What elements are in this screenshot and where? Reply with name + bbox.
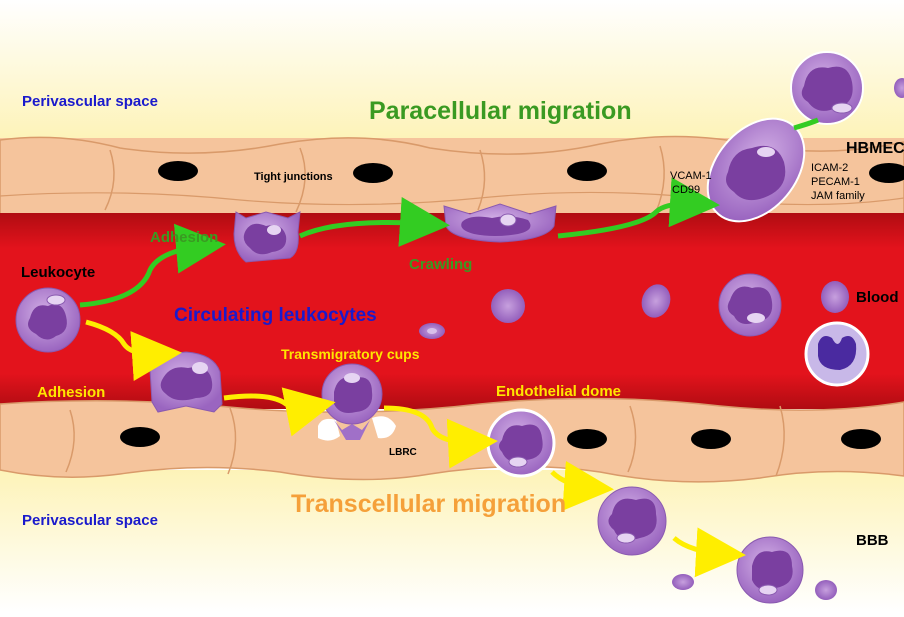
endothelial-nucleus-icon (158, 161, 198, 181)
label-lbrc: LBRC (389, 447, 417, 458)
red-blood-cell-icon (821, 281, 849, 313)
red-blood-cell-icon (491, 289, 525, 323)
label-paracellular: Paracellular migration (369, 97, 632, 125)
label-leukocyte: Leukocyte (21, 264, 95, 281)
label-bbb: BBB (856, 532, 889, 549)
leukocyte-icon (150, 352, 222, 412)
leukocyte-icon (16, 288, 80, 352)
leukocyte-icon (806, 323, 868, 385)
label-circulating: Circulating leukocytes (174, 305, 377, 326)
label-transcellular: Transcellular migration (291, 490, 566, 518)
label-perivascular-bottom: Perivascular space (22, 512, 158, 529)
leukocyte-icon (719, 274, 781, 336)
endothelial-nucleus-icon (841, 429, 881, 449)
label-endothelial-dome: Endothelial dome (496, 383, 621, 400)
label-pecam1: PECAM-1 (811, 176, 860, 188)
label-perivascular-top: Perivascular space (22, 93, 158, 110)
red-blood-cell-icon (815, 580, 837, 600)
label-jam: JAM family (811, 190, 865, 202)
label-crawling: Crawling (409, 256, 472, 273)
label-adhesion-bottom: Adhesion (37, 384, 105, 401)
label-blood: Blood (856, 289, 899, 306)
label-icam2: ICAM-2 (811, 162, 848, 174)
label-vcam1: VCAM-1 (670, 170, 712, 182)
leukocyte-icon (488, 410, 554, 476)
label-cd99: CD99 (672, 184, 700, 196)
label-hbmec: HBMEC (846, 140, 904, 157)
endothelial-nucleus-icon (691, 429, 731, 449)
endothelial-nucleus-icon (353, 163, 393, 183)
leukocyte-icon (234, 212, 300, 262)
endothelial-nucleus-icon (567, 429, 607, 449)
leukocyte-icon (791, 52, 863, 124)
leukocyte-icon (737, 537, 803, 603)
endothelial-nucleus-icon (567, 161, 607, 181)
label-transmigratory: Transmigratory cups (281, 346, 420, 362)
label-tight-junctions: Tight junctions (254, 171, 333, 183)
leukocyte-icon (598, 487, 666, 555)
label-adhesion-top: Adhesion (150, 229, 218, 246)
red-blood-cell-icon (672, 574, 694, 590)
endothelial-nucleus-icon (120, 427, 160, 447)
